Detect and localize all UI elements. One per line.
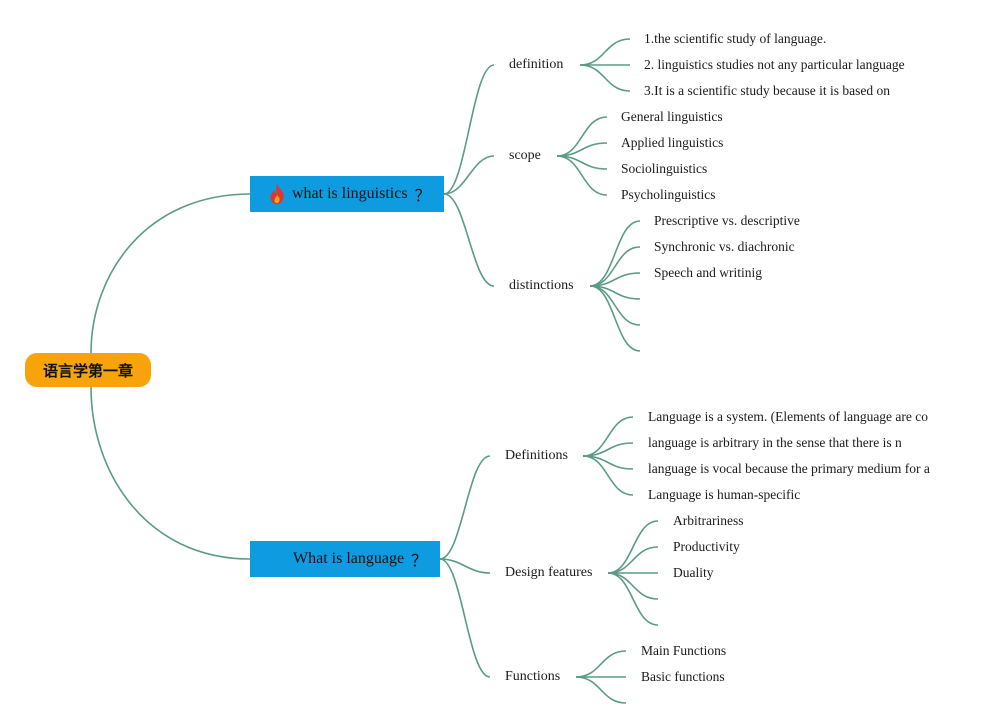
leaf-node[interactable]: Duality (673, 565, 714, 580)
leaf-node[interactable]: Basic functions (641, 669, 725, 684)
branch-connector (439, 455, 491, 560)
leaf-node[interactable]: 1.the scientific study of language. (644, 31, 827, 46)
leaf-connector (607, 572, 659, 626)
subtopic-definitions[interactable]: Definitions (505, 448, 568, 463)
leaf-node[interactable]: 3.It is a scientific study because it is… (644, 83, 890, 98)
branch-node-language[interactable]: What is language ？ (250, 541, 440, 577)
leaf-node[interactable]: Productivity (673, 539, 740, 554)
branch-suffix: ？ (414, 188, 431, 205)
root-node[interactable]: 语言学第一章 (25, 353, 151, 387)
fire-icon (270, 184, 284, 204)
leaf-connector (556, 155, 608, 196)
leaf-node[interactable]: Arbitrariness (673, 513, 744, 528)
subtopic-design-features[interactable]: Design features (505, 565, 593, 580)
branch-connector (439, 558, 491, 678)
leaf-connector (582, 455, 634, 496)
leaf-node[interactable]: language is arbitrary in the sense that … (648, 435, 902, 450)
leaf-connector (589, 285, 641, 352)
branch-label: What is language (293, 550, 405, 567)
leaf-node[interactable]: language is vocal because the primary me… (648, 461, 930, 476)
subtopic-definition[interactable]: definition (509, 57, 564, 72)
leaf-connector (589, 220, 641, 287)
leaf-node[interactable]: Language is a system. (Elements of langu… (648, 409, 929, 424)
leaf-node[interactable]: Main Functions (641, 643, 727, 658)
leaf-node[interactable]: General linguistics (621, 109, 723, 124)
root-connector (90, 193, 251, 354)
leaf-connector (575, 676, 627, 704)
leaf-connector (579, 38, 631, 66)
leaf-connector (607, 572, 659, 600)
leaf-node[interactable]: Prescriptive vs. descriptive (654, 213, 800, 228)
branch-suffix: ？ (411, 553, 428, 570)
leaf-connector (607, 546, 659, 574)
branch-connector (443, 64, 495, 195)
branch-node-linguistics[interactable]: what is linguistics ？ (250, 176, 444, 212)
leaf-node[interactable]: Applied linguistics (621, 135, 724, 150)
branch-connector (443, 155, 495, 195)
leaf-node[interactable]: Psycholinguistics (621, 187, 716, 202)
leaf-node[interactable]: Synchronic vs. diachronic (654, 239, 795, 254)
leaf-node[interactable]: Sociolinguistics (621, 161, 708, 176)
leaf-connector (575, 650, 627, 678)
subtopic-scope[interactable]: scope (509, 148, 541, 163)
subtopic-distinctions[interactable]: distinctions (509, 278, 574, 293)
subtopic-functions[interactable]: Functions (505, 669, 561, 684)
leaf-node[interactable]: Language is human-specific (648, 487, 801, 502)
branch-connector (443, 193, 495, 287)
leaf-node[interactable]: 2. linguistics studies not any particula… (644, 57, 905, 72)
root-connector (90, 386, 251, 560)
branch-label: what is linguistics (292, 185, 408, 202)
branch-connector (439, 558, 491, 574)
root-label: 语言学第一章 (42, 361, 133, 380)
leaf-connector (607, 520, 659, 574)
leaf-connector (579, 64, 631, 92)
leaf-node[interactable]: Speech and writinig (654, 265, 762, 280)
